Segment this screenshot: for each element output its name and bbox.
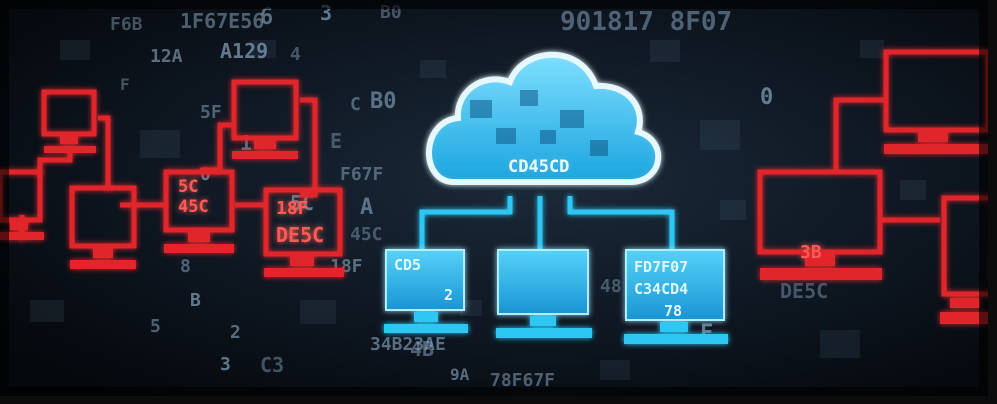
blue-monitor: FD7F07 C34CD4 78 [624,249,728,344]
red-monitor: 18F DE5C [263,187,344,277]
blue-monitors: CD5 2 FD7F07 C34CD4 78 [384,249,728,344]
red-monitor [940,195,988,324]
hex-digit-text: 0 [760,85,773,110]
red-monitor [0,169,44,240]
red-monitor: 3B [757,169,883,280]
hex-digit-text: C3 [260,353,284,377]
hex-digit-text: 901817 8F07 [560,7,732,37]
pixel-block [650,40,680,62]
red-monitor: 5C 45C [163,169,235,253]
hex-digit-text: F6B [110,14,143,35]
hex-digit-text: B [190,290,201,311]
hex-digit-text: A [360,195,373,220]
hex-digit-text: 4B [410,337,434,361]
pixel-block [30,300,64,322]
hex-digit-text: A129 [220,39,268,63]
red-monitor-text: 3B [800,242,822,263]
hex-digit-text: 5F [200,102,222,123]
red-monitor [231,79,299,159]
pixel-block [720,200,746,220]
hex-digit-text: F [120,75,130,94]
pixel-block [140,130,180,158]
cloud-connectors [419,196,675,250]
hex-digit-text: 8 [180,256,191,277]
frame-edge [988,0,997,404]
hex-digit-text: 6 [260,5,273,30]
pixel-block [250,40,276,58]
blue-monitor-text: C34CD4 [634,280,688,298]
pixel-block [900,180,926,200]
red-monitor [69,185,137,269]
hex-digit-text: 78F67F [490,370,555,391]
blue-monitor [496,249,592,338]
hex-digit-text: 12A [150,46,183,67]
blue-monitor-text: 2 [444,286,453,304]
cloud-label: CD45CD [508,157,569,177]
pixel-block [820,330,860,358]
hex-digit-text: 4 [290,44,301,65]
blue-monitor-text: FD7F07 [634,258,688,276]
hex-digit-text: DE5C [780,279,828,303]
hex-digit-text: C [350,94,361,115]
pixel-block [460,300,482,316]
hex-digit-text: 5 [150,316,161,337]
pixel-block [860,40,884,58]
red-monitor [41,89,97,153]
pixel-block [600,360,630,380]
red-monitor-text: 18F [276,198,309,219]
blue-monitor-text: 78 [664,302,682,320]
cloud-icon: CD45CD [426,51,662,185]
hex-digit-text: B0 [370,89,397,114]
hex-digit-text: F67F [340,164,383,185]
red-network-right [833,97,940,223]
blue-monitor: CD5 2 [384,249,468,333]
red-monitor [883,49,988,154]
red-monitors-right: 3B [757,49,988,324]
hex-digit-text: 1F67E56 [180,9,264,33]
pixel-block [420,60,446,78]
pixel-block [300,300,336,324]
hex-digit-text: 2 [230,322,241,343]
hex-digit-text: 48 [600,276,622,297]
red-monitor-text: 45C [178,197,209,217]
hex-digit-text: 34B23AE [370,334,446,355]
frame-edge [0,396,997,404]
hex-digit-text: E [330,129,342,153]
red-monitor-text: DE5C [276,223,324,247]
red-monitors-left: 5C 45C 18F DE5C [0,79,344,277]
hex-digit-text: 9A [450,365,470,384]
pixel-block [700,120,740,150]
pixel-block [60,40,90,60]
hex-digit-text: 45C [350,224,383,245]
hex-digit-text: 3 [220,354,231,375]
blue-monitor-text: CD5 [394,256,421,274]
red-monitor-text: 5C [178,177,198,197]
